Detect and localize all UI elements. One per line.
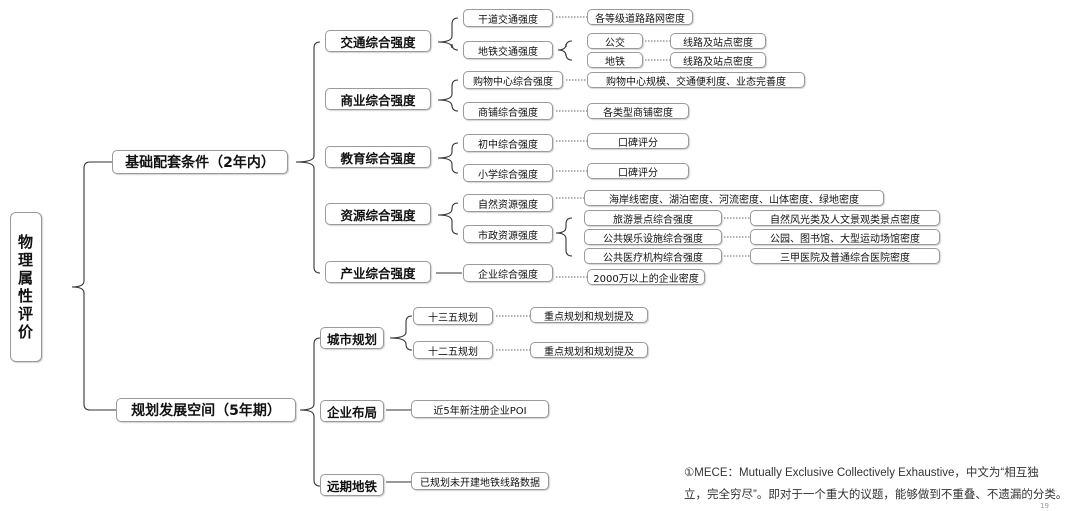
desc-bus-density: 线路及站点密度 [670, 33, 766, 49]
desc-leisure-density: 公园、图书馆、大型运动场馆密度 [750, 229, 940, 245]
node-commerce-intensity: 商业综合强度 [325, 88, 431, 110]
node-shop-intensity: 商铺综合强度 [463, 102, 553, 120]
node-planning-space: 规划发展空间（5年期） [116, 398, 296, 422]
desc-primary-reputation: 口碑评分 [587, 163, 689, 179]
node-leisure-facility-intensity: 公共娱乐设施综合强度 [584, 229, 722, 245]
desc-road-network-density: 各等级道路路网密度 [587, 9, 693, 25]
node-traffic-intensity: 交通综合强度 [325, 30, 431, 52]
city-brace [389, 315, 413, 351]
node-city-planning: 城市规划 [320, 327, 384, 349]
node-metro-traffic-intensity: 地铁交通强度 [463, 41, 553, 59]
desc-12th-plan-mentions: 重点规划和规划提及 [530, 342, 648, 358]
plan-brace [299, 337, 321, 487]
resource-brace [437, 202, 459, 235]
traffic-brace [437, 17, 459, 51]
node-base-conditions: 基础配套条件（2年内） [112, 150, 288, 174]
node-enterprise-layout: 企业布局 [320, 400, 384, 422]
root-char: 属 [17, 269, 34, 287]
desc-tourism-density: 自然风光类及人文景观类景点密度 [750, 210, 940, 226]
desc-natural-resource-density: 海岸线密度、湖泊密度、河流密度、山体密度、绿地密度 [584, 190, 884, 206]
node-future-metro: 远期地铁 [320, 474, 384, 496]
desc-new-enterprise-poi: 近5年新注册企业POI [411, 400, 549, 418]
desc-shop-density: 各类型商铺密度 [587, 103, 689, 119]
desc-medical-density: 三甲医院及普通综合医院密度 [750, 248, 940, 264]
node-municipal-resource-intensity: 市政资源强度 [463, 225, 553, 243]
root-char: 理 [17, 251, 34, 269]
node-industry-intensity: 产业综合强度 [325, 261, 431, 283]
base-brace [295, 41, 321, 274]
municipal-brace [555, 217, 573, 257]
footnote-line: 立，完全穷尽”。即对于一个重大的议题，能够做到不重叠、不遗漏的分类。 [684, 489, 1068, 501]
node-mall-intensity: 购物中心综合强度 [463, 71, 563, 89]
root-brace [71, 161, 91, 411]
node-education-intensity: 教育综合强度 [325, 146, 431, 168]
desc-planned-metro-lines: 已规划未开建地铁线路数据 [411, 472, 549, 490]
footnote-line: ①MECE：Mutually Exclusive Collectively Ex… [684, 467, 1039, 479]
page-number: 19 [1040, 502, 1049, 510]
mece-footnote: ①MECE：Mutually Exclusive Collectively Ex… [684, 462, 1076, 506]
root-node-physical-attribute-evaluation: 物 理 属 性 评 价 [10, 212, 42, 362]
node-primary-school-intensity: 小学综合强度 [463, 164, 553, 182]
node-resource-intensity: 资源综合强度 [325, 203, 431, 225]
desc-enterprise-density: 2000万以上的企业密度 [587, 269, 705, 285]
root-char: 价 [17, 323, 34, 341]
node-trunk-road-intensity: 干道交通强度 [463, 9, 553, 27]
node-enterprise-intensity: 企业综合强度 [463, 264, 553, 282]
node-13th-five-year-plan: 十三五规划 [413, 307, 493, 325]
node-12th-five-year-plan: 十二五规划 [413, 341, 493, 359]
commerce-brace [437, 79, 459, 112]
node-bus: 公交 [587, 33, 643, 49]
desc-junior-reputation: 口碑评分 [587, 133, 689, 149]
node-tourism-intensity: 旅游景点综合强度 [584, 210, 722, 226]
node-medical-intensity: 公共医疗机构综合强度 [584, 248, 722, 264]
edu-brace [437, 142, 459, 174]
metro-brace [557, 40, 573, 61]
root-char: 性 [17, 287, 34, 305]
desc-mall-metrics: 购物中心规模、交通便利度、业态完善度 [587, 72, 805, 88]
desc-subway-density: 线路及站点密度 [670, 52, 766, 68]
root-char: 评 [17, 305, 34, 323]
node-natural-resource-intensity: 自然资源强度 [463, 194, 553, 212]
root-char: 物 [17, 233, 34, 251]
desc-13th-plan-mentions: 重点规划和规划提及 [530, 307, 648, 323]
node-subway: 地铁 [587, 52, 643, 68]
node-junior-school-intensity: 初中综合强度 [463, 134, 553, 152]
